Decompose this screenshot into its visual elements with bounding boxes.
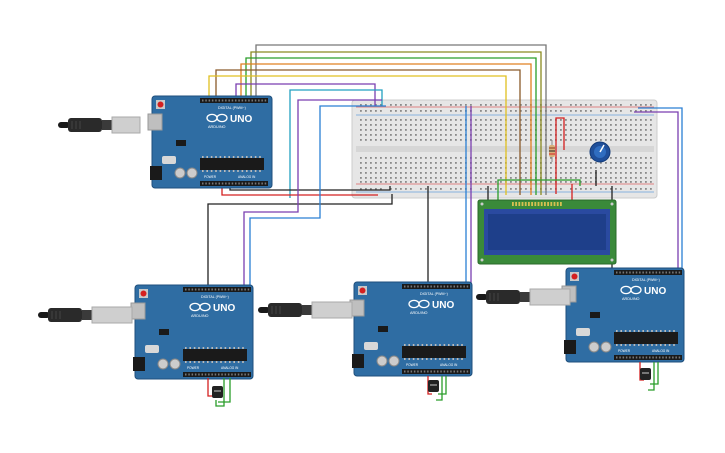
analog-label: ANALOG IN xyxy=(652,349,670,353)
usb-port xyxy=(130,302,146,320)
temperature-sensor-icon[interactable] xyxy=(427,376,447,401)
arduino-logo-icon xyxy=(189,302,211,312)
power-jack xyxy=(352,354,364,368)
wire-green-lcd xyxy=(497,179,581,200)
wire-red-pot xyxy=(555,117,565,194)
uno-logo: UNO xyxy=(644,286,666,297)
microcontroller-chip xyxy=(183,347,247,363)
crystal xyxy=(576,328,590,336)
resistor-icon[interactable] xyxy=(549,140,555,162)
arduino-logo-icon xyxy=(206,113,228,123)
icsp-header xyxy=(590,312,600,318)
icsp-header xyxy=(176,140,186,146)
microcontroller-chip xyxy=(402,344,466,360)
wire-purple-a xyxy=(235,83,376,106)
usb-cable-icon[interactable] xyxy=(58,116,141,134)
power-header xyxy=(402,369,470,374)
power-label: POWER xyxy=(406,363,419,367)
wire-blue-right xyxy=(638,107,683,270)
digital-label: DIGITAL (PWM~) xyxy=(632,278,660,282)
digital-label: DIGITAL (PWM~) xyxy=(201,295,229,299)
analog-label: ANALOG IN xyxy=(238,175,256,179)
power-jack xyxy=(133,357,145,371)
capacitor xyxy=(157,358,169,370)
arduino-brand: ARDUINO xyxy=(622,297,640,301)
digital-header xyxy=(614,270,682,275)
reset-button[interactable] xyxy=(358,286,367,295)
power-label: POWER xyxy=(618,349,631,353)
uno-logo: UNO xyxy=(230,114,252,125)
digital-label: DIGITAL (PWM~) xyxy=(420,292,448,296)
icsp-header xyxy=(378,326,388,332)
digital-header xyxy=(402,284,470,289)
power-jack xyxy=(150,166,162,180)
wire-brown xyxy=(215,69,521,195)
wire-purple-right xyxy=(634,111,679,270)
power-label: POWER xyxy=(204,175,217,179)
microcontroller-chip xyxy=(614,330,678,346)
uno-logo: UNO xyxy=(432,300,454,311)
arduino-right[interactable]: DIGITAL (PWM~) POWER ANALOG IN UNO ARDUINO xyxy=(561,267,685,363)
reset-button[interactable] xyxy=(570,272,579,281)
reset-button[interactable] xyxy=(156,100,165,109)
digital-header xyxy=(200,98,268,103)
wire-yellow xyxy=(208,75,507,195)
lcd-16x2-display[interactable] xyxy=(477,199,617,265)
microcontroller-chip xyxy=(200,156,264,172)
crystal xyxy=(162,156,176,164)
temperature-sensor-icon[interactable] xyxy=(207,378,231,407)
capacitor xyxy=(186,167,198,179)
arduino-brand: ARDUINO xyxy=(191,314,209,318)
analog-label: ANALOG IN xyxy=(440,363,458,367)
digital-label: DIGITAL (PWM~) xyxy=(218,106,246,110)
wire-olive xyxy=(250,51,542,195)
capacitor xyxy=(174,167,186,179)
usb-cables xyxy=(38,116,571,324)
capacitor xyxy=(600,341,612,353)
arduino-brand: ARDUINO xyxy=(410,311,428,315)
icsp-header xyxy=(159,329,169,335)
sensors xyxy=(207,362,659,407)
wires xyxy=(207,44,683,290)
power-jack xyxy=(564,340,576,354)
capacitor xyxy=(388,355,400,367)
temperature-sensor-icon[interactable] xyxy=(639,362,659,391)
power-label: POWER xyxy=(187,366,200,370)
analog-label: ANALOG IN xyxy=(221,366,239,370)
crystal xyxy=(145,345,159,353)
capacitor xyxy=(376,355,388,367)
usb-cable-icon[interactable] xyxy=(258,301,353,319)
lcd-pins xyxy=(512,202,562,206)
capacitor xyxy=(169,358,181,370)
arduino-left[interactable]: DIGITAL (PWM~) POWER ANALOG IN UNO ARDUINO xyxy=(130,284,254,380)
arduino-top[interactable]: DIGITAL (PWM~) POWER ANALOG IN UNO ARDUINO xyxy=(147,95,273,189)
wire-green xyxy=(245,57,537,195)
arduino-logo-icon xyxy=(408,299,430,309)
arduino-middle[interactable]: DIGITAL (PWM~) POWER ANALOG IN UNO ARDUINO xyxy=(349,281,473,377)
usb-cable-icon[interactable] xyxy=(38,306,133,324)
usb-port xyxy=(147,113,163,131)
potentiometer-icon[interactable] xyxy=(589,141,611,163)
wire-black-left xyxy=(207,194,393,290)
arduino-logo-icon xyxy=(620,285,642,295)
crystal xyxy=(364,342,378,350)
capacitor xyxy=(588,341,600,353)
arduino-brand: ARDUINO xyxy=(208,125,226,129)
wire-purple-left xyxy=(243,99,382,290)
wire-blue-left xyxy=(249,105,386,290)
power-header xyxy=(614,355,682,360)
wire-cyan xyxy=(289,89,383,198)
digital-header xyxy=(183,287,251,292)
uno-logo: UNO xyxy=(213,303,235,314)
breadboard[interactable] xyxy=(351,99,658,199)
power-header xyxy=(200,181,268,186)
wire-orange xyxy=(240,63,532,195)
reset-button[interactable] xyxy=(139,289,148,298)
usb-cable-icon[interactable] xyxy=(476,288,571,306)
power-header xyxy=(183,372,251,377)
